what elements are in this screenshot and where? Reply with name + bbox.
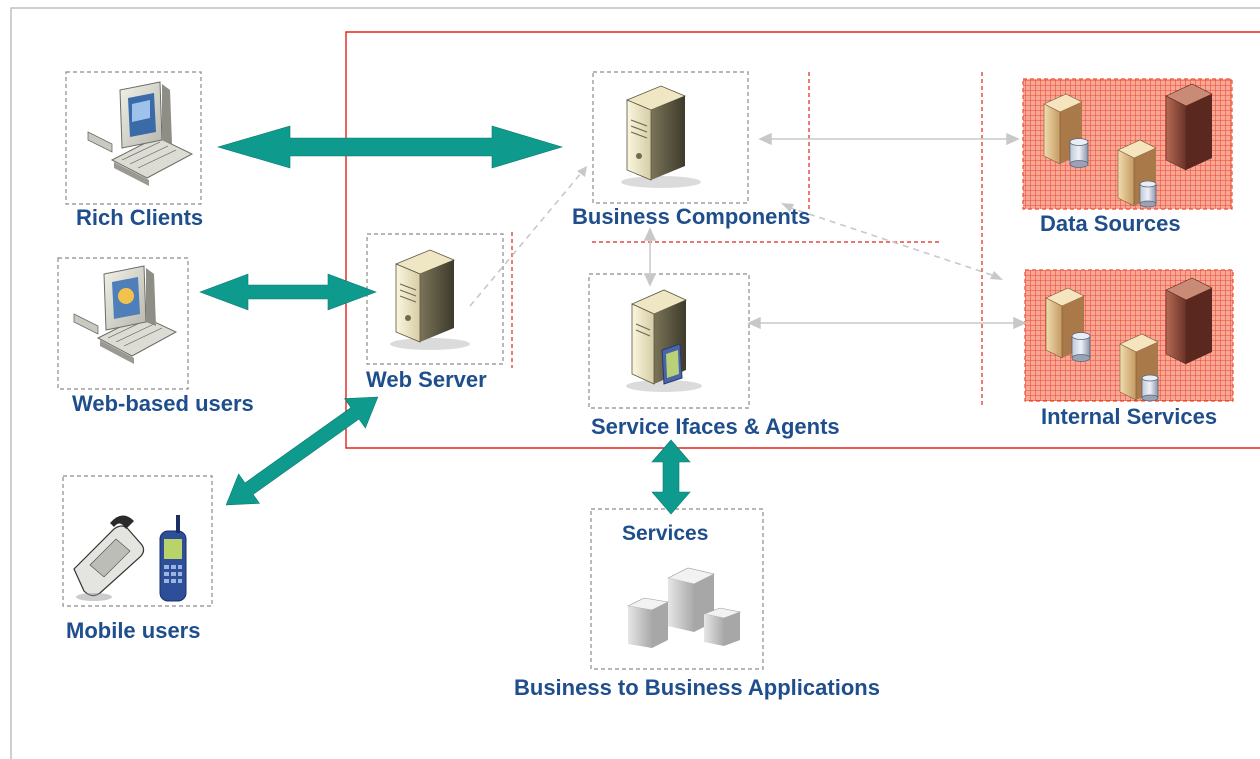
enterprise-boundary [345, 31, 1260, 449]
business-components-box [592, 71, 749, 204]
rich-clients-label: Rich Clients [76, 205, 204, 230]
database-servers-icon [1043, 83, 1213, 208]
desktop-computer-browser-icon [73, 265, 178, 364]
web-server-label: Web Server [366, 367, 487, 392]
database-servers-icon [1045, 277, 1213, 402]
web-users-box [57, 257, 189, 390]
b2b-label: Business to Business Applications [514, 675, 880, 700]
business-components-label: Business Components [572, 204, 811, 229]
mobile-users-arrow [225, 396, 379, 506]
desktop-computer-icon [87, 81, 194, 186]
service-ifaces-box [588, 273, 750, 409]
web-users-arrow [199, 273, 377, 311]
services-label: Services [622, 522, 709, 545]
web-server-to-bc-connector [469, 171, 583, 307]
services-arrow [651, 439, 691, 515]
mobile-users-box [62, 475, 213, 607]
web-users-label: Web-based users [72, 391, 254, 416]
bc-to-data-sources-connector [758, 132, 1020, 146]
rich-clients-arrow [216, 125, 564, 169]
data-sources-label: Data Sources [1040, 211, 1181, 236]
page-frame [10, 7, 1260, 759]
server-with-interface-icon [626, 289, 702, 392]
service-ifaces-label: Service Ifaces & Agents [591, 414, 840, 439]
mobile-users-label: Mobile users [66, 618, 201, 643]
internal-services-label: Internal Services [1041, 404, 1218, 429]
bc-to-sia-connector [643, 227, 657, 287]
server-tower-icon [621, 85, 701, 188]
server-tower-icon [390, 249, 470, 350]
sia-to-internal-services-connector [747, 316, 1027, 330]
tier-separators [511, 72, 983, 405]
cubes-icon [627, 567, 742, 648]
mobile-phones-icon [73, 515, 187, 602]
b2b-box [590, 508, 764, 670]
bc-to-internal-services-connector [787, 206, 996, 277]
